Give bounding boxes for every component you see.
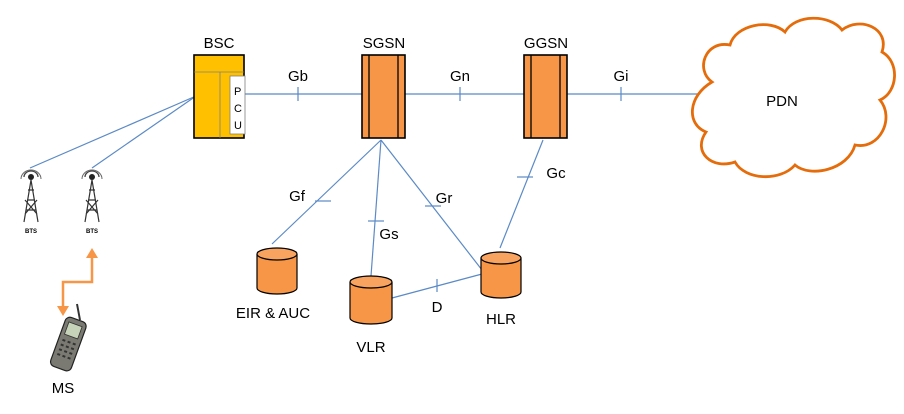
vlr-cylinder-body bbox=[349, 282, 393, 325]
radio-link-path bbox=[61, 256, 94, 310]
cloud-shape bbox=[690, 16, 896, 179]
antenna-icon bbox=[81, 169, 103, 223]
gr-label: Gr bbox=[436, 190, 453, 207]
sgsn-node: SGSN bbox=[361, 35, 406, 139]
link-ggsn-hlr bbox=[499, 139, 544, 249]
pcu-letter-c: C bbox=[234, 103, 242, 115]
gb-label: Gb bbox=[288, 68, 308, 85]
vlr-label: VLR bbox=[356, 339, 385, 356]
radio-link-arrow bbox=[57, 248, 98, 316]
ms-label: MS bbox=[52, 380, 75, 397]
eir-auc-database: EIR & AUC bbox=[236, 247, 310, 322]
eir-auc-label: EIR & AUC bbox=[236, 305, 310, 322]
gs-label: Gs bbox=[379, 226, 398, 243]
vlr-database: VLR bbox=[349, 275, 393, 356]
gf-label: Gf bbox=[289, 188, 306, 205]
hlr-label: HLR bbox=[486, 311, 516, 328]
pcu-letter-p: P bbox=[234, 86, 241, 98]
gi-label: Gi bbox=[614, 68, 629, 85]
link-sgsn-eir bbox=[271, 139, 382, 245]
eir-cylinder-body bbox=[256, 254, 298, 295]
pdn-cloud: PDN bbox=[690, 16, 896, 179]
d-label: D bbox=[432, 299, 443, 316]
interface-labels: Gb Gn Gi Gf Gs Gr Gc D bbox=[288, 68, 629, 316]
arrowhead-up-icon bbox=[86, 248, 98, 258]
bsc-node: P C U BSC bbox=[193, 35, 246, 139]
bsc-label: BSC bbox=[204, 35, 235, 52]
connections bbox=[29, 93, 698, 299]
sgsn-label: SGSN bbox=[363, 35, 406, 52]
bts-1-label: BTS bbox=[25, 229, 37, 235]
link-bts1-bsc bbox=[29, 95, 197, 169]
pdn-label: PDN bbox=[766, 93, 798, 110]
interface-ticks bbox=[297, 87, 622, 292]
bts-2-label: BTS bbox=[86, 229, 98, 235]
pcu-letter-u: U bbox=[234, 120, 242, 132]
link-sgsn-vlr bbox=[370, 139, 382, 277]
antenna-icon bbox=[20, 169, 42, 223]
vlr-cylinder-top bbox=[349, 275, 393, 289]
pcu-box bbox=[229, 75, 246, 135]
gn-label: Gn bbox=[450, 68, 470, 85]
ggsn-label: GGSN bbox=[524, 35, 568, 52]
gc-label: Gc bbox=[546, 165, 566, 182]
arrowhead-down-icon bbox=[57, 306, 69, 316]
hlr-database: HLR bbox=[480, 251, 522, 328]
hlr-cylinder-top bbox=[480, 251, 522, 265]
eir-cylinder-top bbox=[256, 247, 298, 261]
link-bts2-bsc bbox=[91, 95, 197, 169]
hlr-cylinder-body bbox=[480, 258, 522, 299]
link-sgsn-hlr bbox=[380, 139, 483, 271]
bts-tower-1: BTS bbox=[20, 169, 42, 235]
bts-tower-2: BTS bbox=[81, 169, 103, 235]
mobile-phone-icon bbox=[49, 303, 87, 372]
ggsn-node: GGSN bbox=[523, 35, 568, 139]
